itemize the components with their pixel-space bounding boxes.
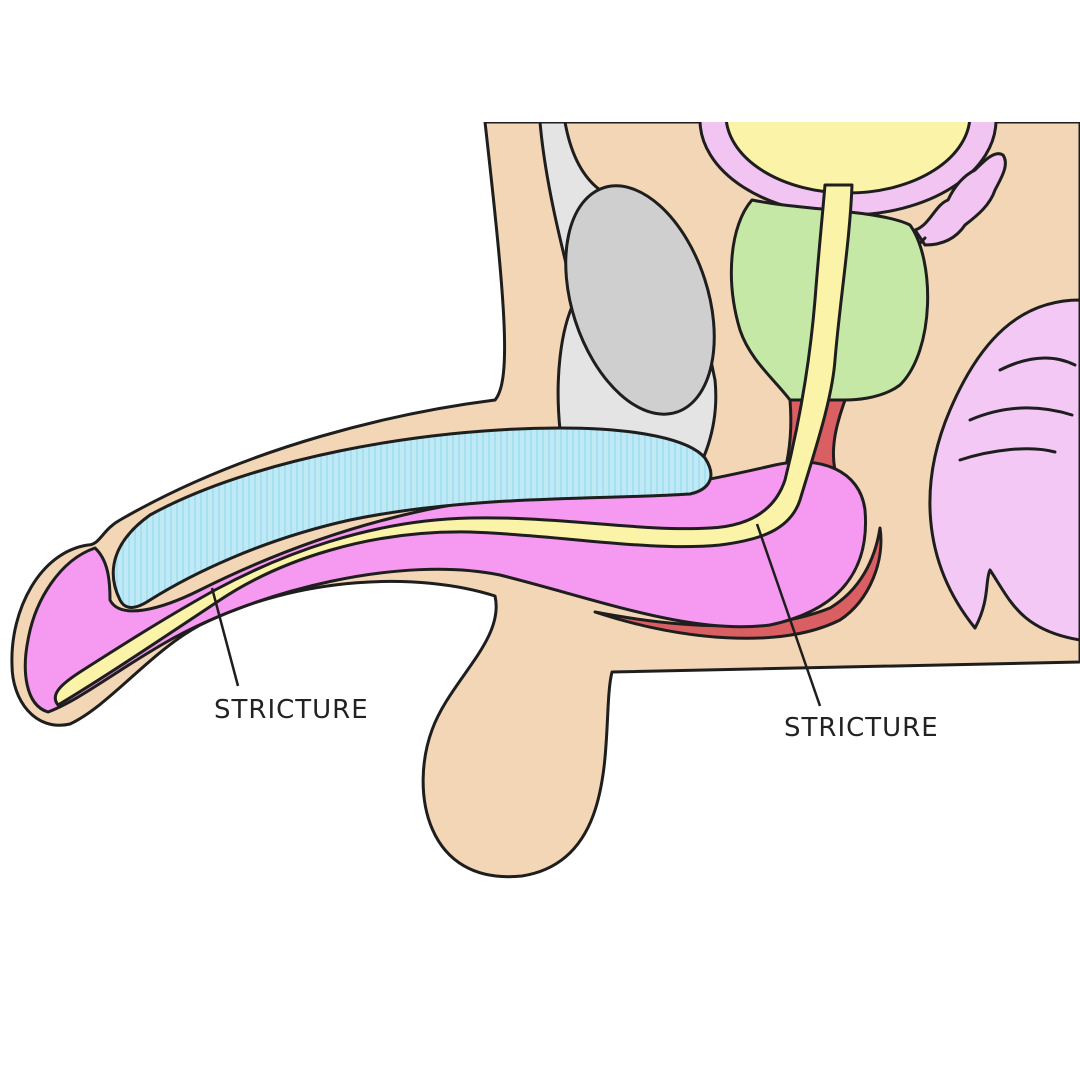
left-stricture-label: STRICTURE — [214, 695, 369, 725]
seminal-vesicle — [913, 152, 1007, 247]
rectum-fold — [998, 356, 1077, 372]
rectum-fold — [968, 406, 1074, 422]
bladder-urine — [725, 122, 971, 195]
pubic-bone-inner — [564, 184, 716, 416]
left-stricture-leader-line — [210, 587, 240, 687]
urethra — [53, 183, 854, 707]
corpus-cavernosum — [111, 426, 713, 609]
right-stricture-leader-line — [755, 523, 822, 707]
corpus-spongiosum — [23, 460, 868, 714]
right-stricture-label: STRICTURE — [784, 713, 939, 743]
rectum-fold — [958, 447, 1057, 462]
rectum — [928, 298, 1080, 642]
